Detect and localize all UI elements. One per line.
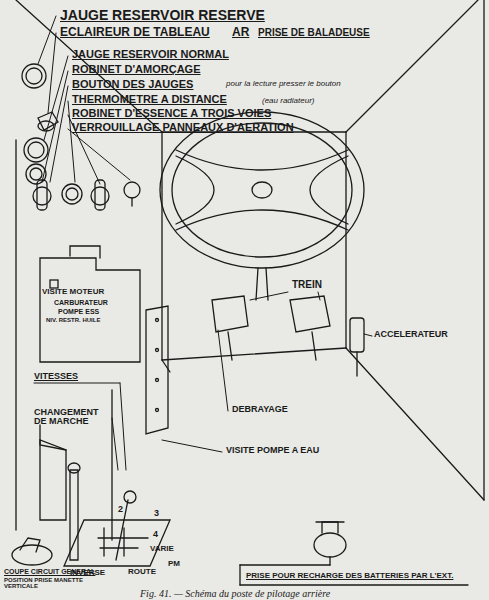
note-text: pour la lecture presser le bouton (226, 80, 341, 88)
part-label: NIV. RESTR. HUILE (46, 317, 100, 323)
control-label: PRISE DE BALADEUSE (258, 28, 370, 39)
part-label: VITESSES (34, 372, 78, 381)
control-label: THERMOMETRE A DISTANCE (72, 94, 227, 106)
part-label: PRISE POUR RECHARGE DES BATTERIES PAR L'… (246, 572, 453, 580)
control-label: ROBINET D'ESSENCE A TROIS VOIES (72, 108, 271, 120)
control-label: ROBINET D'AMORÇAGE (72, 64, 201, 76)
gear-position: ROUTE (128, 568, 156, 576)
part-label: CHANGEMENT DE MARCHE (34, 408, 110, 427)
control-label: JAUGE RESERVOIR RESERVE (60, 8, 265, 23)
part-label: DEBRAYAGE (232, 405, 288, 414)
control-label: VERROUILLAGE PANNEAUX D'AERATION (72, 122, 294, 134)
control-label: ECLAIREUR DE TABLEAU (60, 26, 210, 39)
part-label: ACCELERATEUR (374, 330, 448, 339)
gear-number: 3 (154, 509, 159, 518)
part-label: POSITION PRISE MANETTE VERTICALE (4, 577, 94, 590)
water-pump-hatch (146, 306, 168, 434)
part-label: COUPE CIRCUIT GENERAL (4, 568, 95, 575)
leader-lines (34, 16, 372, 470)
part-label: CARBURATEUR (54, 299, 108, 306)
pedals (212, 296, 364, 376)
part-label: TREIN (292, 280, 322, 291)
gear-number: 4 (153, 530, 158, 539)
control-label: JAUGE RESERVOIR NORMAL (72, 49, 229, 61)
steering-wheel (160, 112, 364, 300)
gear-gate (64, 520, 170, 566)
cab-walls (16, 0, 484, 530)
part-label: VISITE MOTEUR (42, 288, 104, 296)
charging-socket (240, 522, 468, 585)
engine-door (40, 246, 140, 362)
master-switch (12, 538, 52, 565)
note-text: (eau radiateur) (262, 97, 314, 105)
gear-position: PM (168, 560, 180, 568)
gear-position: VARIE (150, 545, 174, 553)
figure-caption: Fig. 41. — Schéma du poste de pilotage a… (140, 588, 330, 599)
control-label: AR (232, 26, 249, 39)
part-label: VISITE POMPE A EAU (226, 446, 319, 455)
control-label: BOUTON DES JAUGES (72, 79, 193, 91)
part-label: POMPE ESS (58, 308, 99, 315)
gear-number: 2 (118, 505, 123, 514)
